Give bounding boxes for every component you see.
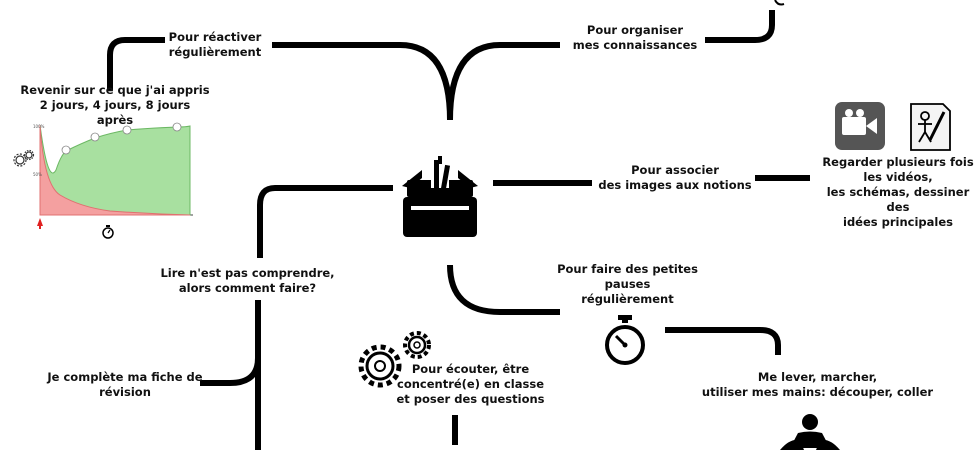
svg-text:50%: 50% (33, 172, 42, 177)
svg-text:100%: 100% (33, 124, 45, 129)
drawing-icon (910, 103, 951, 151)
forgetting-curve-chart: 100% 50% (33, 122, 193, 239)
video-camera-icon (835, 102, 885, 150)
stopwatch-icon (605, 315, 645, 365)
gears-icon (358, 331, 431, 388)
small-gears-icon (13, 149, 35, 167)
forgetting-area-red (39, 124, 191, 216)
partial-top-icon (774, 0, 785, 6)
toolbox-icon (402, 156, 478, 237)
label-lire: Lire n'est pas comprendre,alors comment … (160, 266, 335, 295)
meditation-icon (780, 414, 840, 450)
connector-lines (107, 10, 810, 450)
label-lever: Me lever, marcher,utiliser mes mains: dé… (701, 370, 934, 399)
chart-stopwatch-icon (102, 225, 114, 239)
